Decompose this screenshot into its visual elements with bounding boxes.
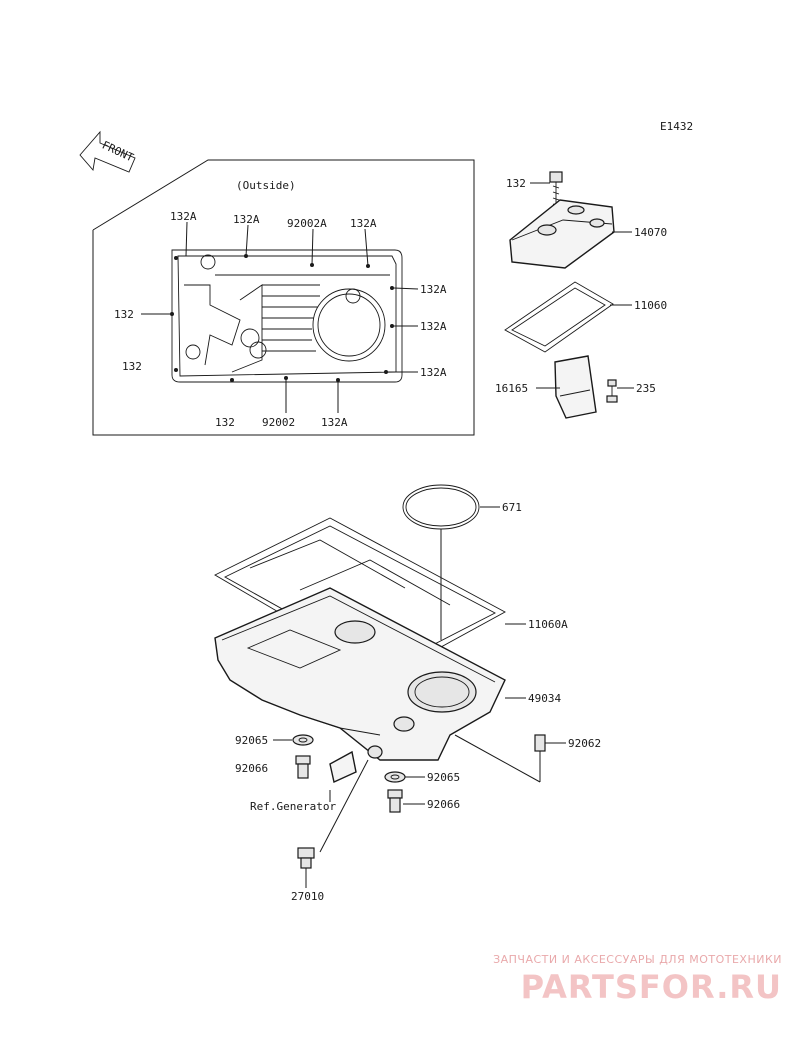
front-arrow-icon: FRONT — [79, 130, 136, 173]
label-132: 132 — [114, 308, 134, 321]
label-132A: 132A — [420, 320, 447, 333]
dowel-pin-icon — [534, 734, 566, 782]
label-92002A: 92002A — [287, 217, 327, 230]
label-11060A: 11060A — [528, 618, 568, 631]
drain-plug-set-right: 92065 92066 — [384, 771, 460, 813]
label-132A: 132A — [350, 217, 377, 230]
breather-cover-assembly: 132 14070 11060 16165 235 — [495, 171, 667, 419]
screw-icon — [606, 379, 618, 403]
ref-generator-label: Ref.Generator — [250, 800, 336, 813]
inset-caption: (Outside) — [236, 179, 296, 192]
label-16165: 16165 — [495, 382, 528, 395]
label-132: 132 — [506, 177, 526, 190]
front-arrow-label: FRONT — [100, 139, 136, 165]
label-92065: 92065 — [235, 734, 268, 747]
o-ring-671: 671 — [402, 484, 522, 640]
oil-pan-outside-drawing — [170, 249, 403, 383]
label-27010: 27010 — [291, 890, 324, 903]
drain-plug-set-left: 92065 92066 Ref.Generator — [235, 734, 357, 813]
label-132A: 132A — [420, 366, 447, 379]
label-92062: 92062 — [568, 737, 601, 750]
label-132A: 132A — [233, 213, 260, 226]
outside-inset: (Outside) — [92, 159, 475, 436]
label-92066: 92066 — [427, 798, 460, 811]
label-92065: 92065 — [427, 771, 460, 784]
diagram-code: E1432 — [660, 120, 693, 133]
label-92066: 92066 — [235, 762, 268, 775]
label-132A: 132A — [321, 416, 348, 429]
oil-pressure-switch: 27010 — [291, 759, 369, 903]
watermark-logo: PARTSFOR.RU — [520, 968, 782, 1006]
watermark: ЗАПЧАСТИ И АКСЕССУАРЫ ДЛЯ МОТОТЕХНИКИ PA… — [493, 953, 782, 1006]
label-14070: 14070 — [634, 226, 667, 239]
oil-pan: 49034 — [214, 587, 561, 783]
label-132A: 132A — [420, 283, 447, 296]
label-235: 235 — [636, 382, 656, 395]
label-49034: 49034 — [528, 692, 561, 705]
label-132: 132 — [215, 416, 235, 429]
label-92002: 92002 — [262, 416, 295, 429]
label-11060: 11060 — [634, 299, 667, 312]
watermark-tagline: ЗАПЧАСТИ И АКСЕССУАРЫ ДЛЯ МОТОТЕХНИКИ — [493, 953, 782, 966]
label-132A: 132A — [170, 210, 197, 223]
label-671: 671 — [502, 501, 522, 514]
label-132: 132 — [122, 360, 142, 373]
